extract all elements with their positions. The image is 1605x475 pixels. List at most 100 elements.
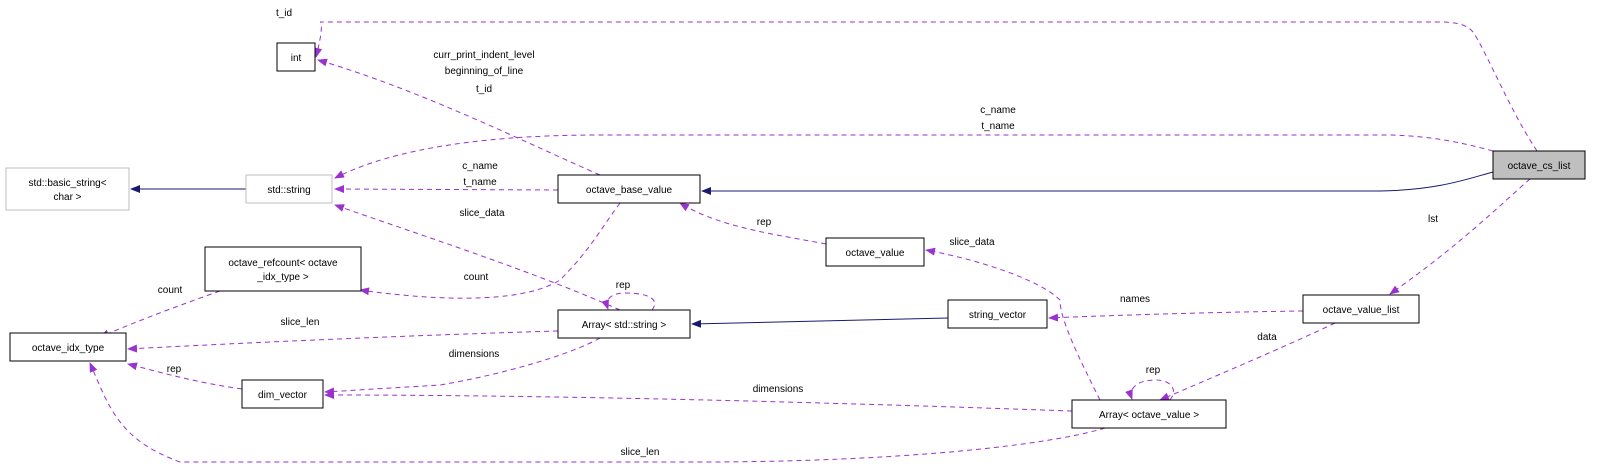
- edge-label: rep: [1146, 365, 1161, 376]
- usage-edge-array_octave_value-to-octave_value: [925, 247, 1101, 401]
- edge-label: rep: [757, 217, 772, 228]
- node-box: [557, 174, 701, 204]
- usage-edge-octave_base_value-to-int: [317, 58, 601, 176]
- class-node-array-string[interactable]: Array< std::string >: [557, 309, 691, 339]
- edge-label: count: [158, 285, 183, 296]
- edge-label: slice_data: [459, 208, 504, 219]
- edge-label: slice_len: [281, 317, 320, 328]
- class-node-octave-base-value[interactable]: octave_base_value: [557, 174, 701, 204]
- node-box: [241, 379, 324, 409]
- usage-edge-octave_base_value-to-octave_refcount: [359, 202, 621, 299]
- edge-label: beginning_of_line: [445, 66, 524, 77]
- node-label: char >: [53, 192, 81, 203]
- edge-label: dimensions: [449, 349, 500, 360]
- usage-edge-octave_cs_list-to-std_string: [334, 134, 1494, 179]
- edge-line: [89, 362, 1106, 463]
- node-label: string_vector: [969, 310, 1027, 321]
- inheritance-edge-string_vector-to-array_string: [691, 317, 949, 328]
- class-node-octave-refcount[interactable]: octave_refcount< octave _idx_type >: [204, 246, 362, 292]
- edge-line: [324, 337, 601, 396]
- edge-label: t_name: [463, 177, 497, 188]
- class-node-basic-string[interactable]: std::basic_string<char >: [5, 167, 130, 211]
- edge-label: curr_print_indent_level: [433, 50, 534, 61]
- usage-edge-octave_base_value-to-std_string: [334, 185, 559, 194]
- edge-line: [925, 247, 1101, 401]
- node-label: _idx_type >: [256, 272, 309, 283]
- edge-label: t_id: [276, 8, 292, 19]
- usage-edge-octave_value_list-to-array_octave_value: [1159, 322, 1336, 401]
- node-label: octave_cs_list: [1508, 161, 1571, 172]
- usage-edge-octave_cs_list-to-int: [314, 21, 1538, 152]
- edge-line: [1125, 379, 1174, 401]
- usage-edge-octave_value_list-to-string_vector: [1048, 310, 1304, 322]
- usage-edge-array_octave_value-to-octave_idx_type: [89, 362, 1106, 463]
- edge-label: count: [464, 272, 489, 283]
- usage-edge-octave_refcount-to-octave_idx_type: [99, 290, 221, 338]
- edge-line: [1048, 310, 1304, 322]
- node-box: [557, 309, 691, 339]
- edge-label: slice_data: [949, 237, 994, 248]
- node-label: dim_vector: [258, 390, 308, 401]
- edge-label: lst: [1428, 214, 1438, 225]
- node-label: int: [291, 53, 302, 64]
- edge-line: [1159, 322, 1336, 401]
- edge-line: [334, 185, 559, 194]
- usage-edge-array_octave_value-to-array_octave_value: [1125, 379, 1174, 401]
- class-node-string-vector[interactable]: string_vector: [947, 299, 1048, 329]
- node-box: [245, 174, 333, 204]
- node-label: std::basic_string<: [28, 178, 106, 189]
- class-node-int[interactable]: int: [276, 42, 316, 72]
- inheritance-edge-octave_cs_list-to-octave_base_value: [701, 171, 1494, 195]
- usage-edge-array_octave_value-to-dim_vector: [324, 391, 1073, 412]
- class-node-dim-vector[interactable]: dim_vector: [241, 379, 324, 409]
- edge-label: slice_len: [621, 447, 660, 458]
- node-label: octave_idx_type: [32, 343, 105, 354]
- edge-line: [334, 134, 1494, 179]
- edge-line: [317, 58, 601, 176]
- edge-line: [359, 202, 621, 299]
- node-label: octave_refcount< octave: [228, 258, 338, 269]
- edge-label: names: [1120, 294, 1150, 305]
- edge-label: data: [1257, 332, 1277, 343]
- edge-line: [601, 292, 656, 311]
- edge-label: c_name: [462, 161, 498, 172]
- node-box: [1071, 399, 1227, 429]
- node-box: [9, 332, 127, 362]
- class-node-octave-idx-type[interactable]: octave_idx_type: [9, 332, 127, 362]
- edge-line: [1389, 178, 1531, 295]
- edge-line: [679, 202, 827, 245]
- usage-edge-array_string-to-std_string: [334, 204, 621, 311]
- edge-label: t_id: [476, 84, 492, 95]
- usage-edge-octave_cs_list-to-octave_value_list: [1389, 178, 1531, 295]
- usage-edge-dim_vector-to-octave_idx_type: [127, 362, 243, 390]
- usage-edge-array_string-to-array_string: [601, 292, 656, 311]
- usage-edge-octave_value-to-octave_base_value: [679, 202, 827, 245]
- node-box: [204, 246, 362, 292]
- edge-label: rep: [167, 364, 182, 375]
- node-label: octave_value: [846, 248, 905, 259]
- node-label: Array< std::string >: [582, 320, 667, 331]
- class-node-octave-value[interactable]: octave_value: [825, 237, 925, 267]
- class-node-octave-cs-list: octave_cs_list: [1492, 150, 1586, 180]
- node-label: octave_base_value: [586, 185, 673, 196]
- node-box: [276, 42, 316, 72]
- edge-label: dimensions: [753, 384, 804, 395]
- class-node-std-string[interactable]: std::string: [245, 174, 333, 204]
- node-box: [5, 167, 130, 211]
- usage-edge-array_string-to-dim_vector: [324, 337, 601, 396]
- edge-line: [127, 330, 559, 353]
- edge-label: c_name: [980, 105, 1016, 116]
- node-label: Array< octave_value >: [1099, 410, 1199, 421]
- edge-line: [99, 290, 221, 338]
- class-node-octave-value-list[interactable]: octave_value_list: [1302, 294, 1420, 324]
- edge-line: [334, 204, 621, 311]
- node-box: [1302, 294, 1420, 324]
- edge-line: [324, 391, 1073, 412]
- edge-line: [314, 21, 1538, 152]
- edge-label: t_name: [981, 121, 1015, 132]
- edge-line: [691, 317, 949, 328]
- edge-label: rep: [616, 280, 631, 291]
- class-node-array-octave-value[interactable]: Array< octave_value >: [1071, 399, 1227, 429]
- node-box: [825, 237, 925, 267]
